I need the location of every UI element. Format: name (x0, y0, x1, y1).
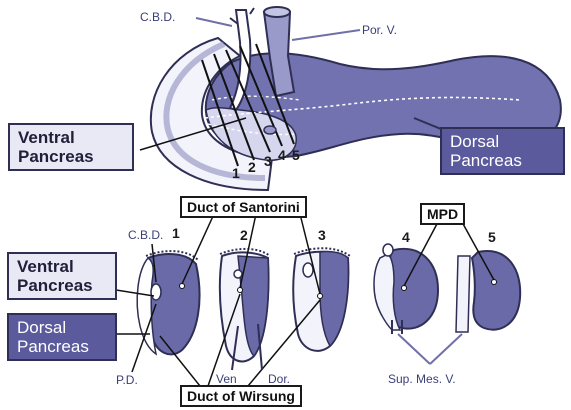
section-number-2: 2 (240, 228, 248, 242)
ventral-pancreas-box-top: Ventral Pancreas (8, 123, 134, 171)
smv-leader-1 (398, 334, 430, 364)
duct-of-santorini-box: Duct of Santorini (180, 196, 307, 218)
sup-mes-v-leaders (398, 334, 462, 364)
section-3-cbd (303, 263, 313, 277)
section-4-cbd (383, 244, 393, 256)
cbd-leader-top (196, 18, 232, 26)
section-number-1: 1 (172, 226, 180, 240)
section-number-3: 3 (318, 228, 326, 242)
top-section-number-2: 2 (248, 160, 256, 174)
section-1-cbd (151, 284, 161, 300)
small-vessel-top (264, 126, 276, 134)
top-section-number-4: 4 (278, 148, 286, 162)
section-4-duct (402, 286, 407, 291)
section-2-duct (238, 288, 243, 293)
smv-leader-2 (430, 334, 462, 364)
ven-label: Ven (216, 373, 237, 385)
porv-leader (292, 30, 360, 40)
section-number-4: 4 (402, 230, 410, 244)
mpd-box: MPD (420, 203, 465, 225)
top-section-number-1: 1 (232, 166, 240, 180)
cbd-label-bottom: C.B.D. (128, 229, 163, 241)
dorsal-pancreas-box-left: Dorsal Pancreas (7, 313, 117, 361)
dor-label: Dor. (268, 373, 290, 385)
section-1-duct (180, 284, 185, 289)
portal-vein-top (264, 7, 290, 17)
section-3-dorsal (320, 251, 348, 346)
section-5-dorsal (472, 251, 520, 330)
sup-mes-v-label: Sup. Mes. V. (388, 373, 456, 385)
section-2-cbd (234, 270, 242, 278)
section-number-5: 5 (488, 230, 496, 244)
section-4-dorsal (390, 249, 439, 329)
section-5-duct (492, 280, 497, 285)
ventral-pancreas-box-left: Ventral Pancreas (7, 252, 117, 300)
pd-label: P.D. (116, 374, 138, 386)
duct-of-wirsung-box: Duct of Wirsung (180, 385, 302, 407)
cbd-label-top: C.B.D. (140, 11, 175, 23)
dorsal-pancreas-box-top: Dorsal Pancreas (440, 127, 565, 175)
top-section-number-5: 5 (292, 148, 300, 162)
porv-label: Por. V. (362, 24, 397, 36)
section-3-duct (318, 294, 323, 299)
top-section-number-3: 3 (264, 154, 272, 168)
section-5-vessel (456, 256, 470, 332)
